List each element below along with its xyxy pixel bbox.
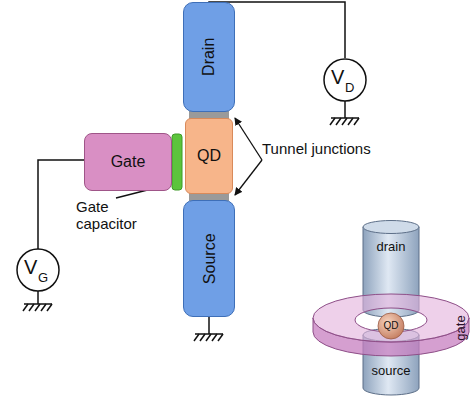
gate-electrode: Gate bbox=[84, 133, 172, 191]
voltage-subscript: D bbox=[345, 81, 354, 96]
source-electrode: Source bbox=[183, 200, 235, 317]
node-label: gate bbox=[454, 315, 468, 340]
node-label: Source bbox=[200, 233, 218, 284]
gate-capacitor bbox=[172, 134, 182, 190]
node-label: Drain bbox=[200, 38, 218, 76]
node-label: source bbox=[362, 364, 420, 378]
voltage-source bbox=[17, 249, 59, 291]
ground-symbol bbox=[23, 304, 52, 311]
node-label: Gate bbox=[111, 153, 146, 171]
quantum-dot-sphere: QD bbox=[377, 312, 405, 340]
drain-electrode: Drain bbox=[183, 2, 235, 112]
voltage-symbol: V bbox=[331, 66, 344, 89]
voltage-source bbox=[324, 59, 366, 101]
node-label: drain bbox=[362, 240, 420, 254]
ground-wire bbox=[37, 291, 39, 304]
ground-symbol bbox=[194, 334, 223, 341]
node-label: QD bbox=[377, 320, 405, 331]
ground-wire bbox=[344, 101, 346, 118]
callout-label: Gate capacitor bbox=[76, 198, 154, 233]
leader-arrow bbox=[235, 160, 262, 195]
callout-label: Tunnel junctions bbox=[262, 140, 371, 157]
voltage-symbol: V bbox=[24, 256, 37, 279]
source-wire bbox=[208, 316, 210, 334]
voltage-subscript: G bbox=[38, 271, 48, 286]
quantum-dot: QD bbox=[185, 118, 233, 194]
ground-symbol bbox=[330, 118, 359, 125]
node-label: QD bbox=[197, 147, 221, 165]
leader-arrow bbox=[235, 118, 262, 160]
